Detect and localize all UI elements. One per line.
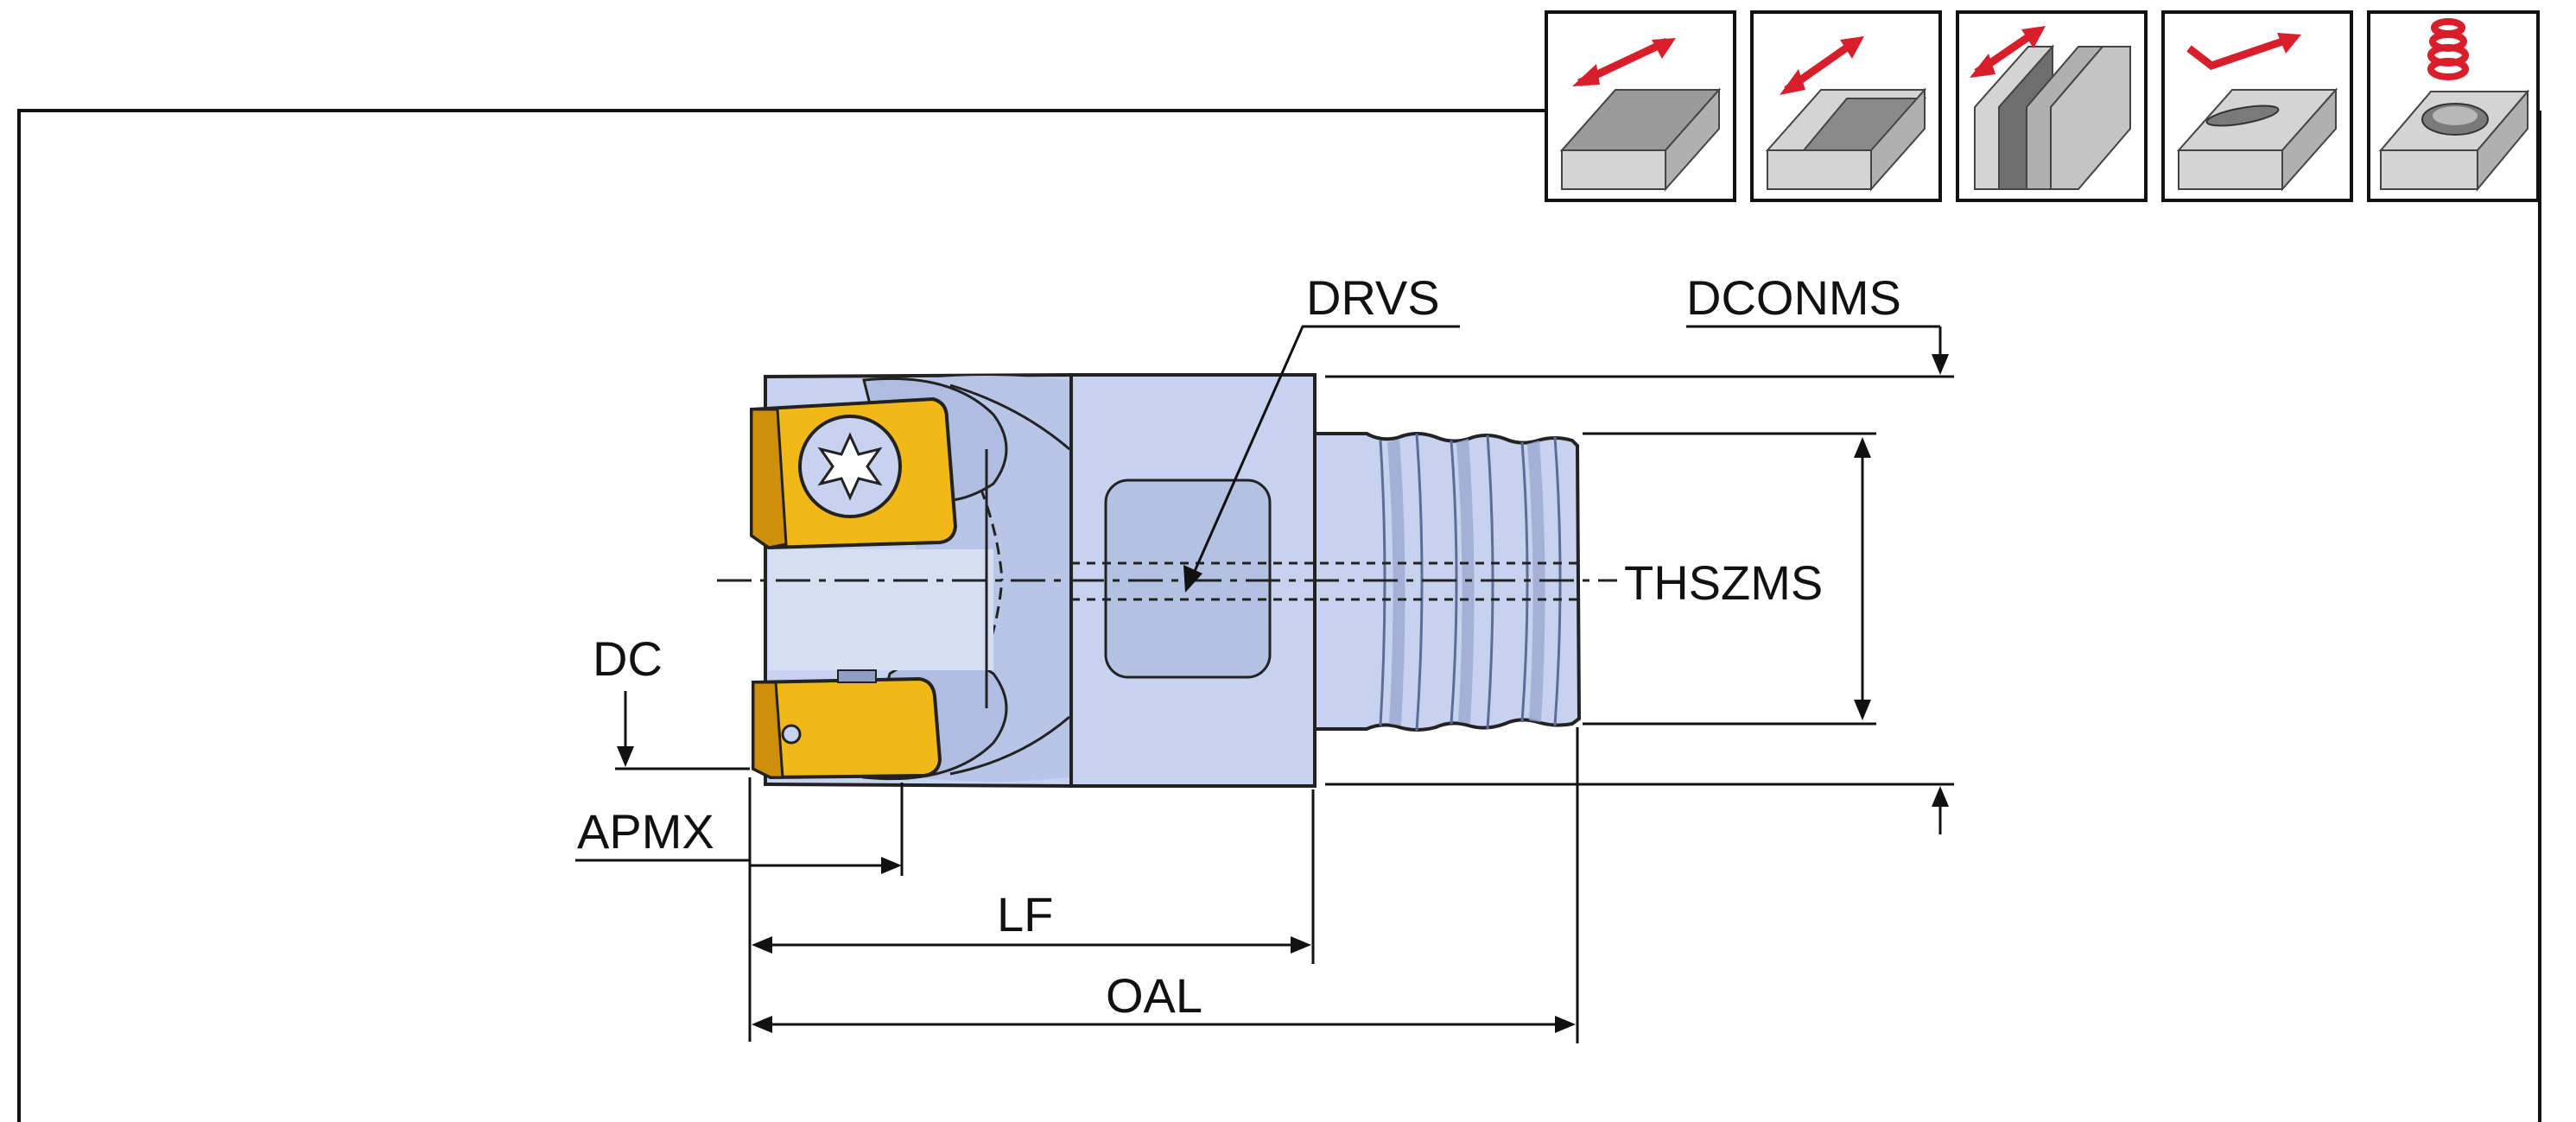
helical-interpolation-icon <box>2367 10 2540 202</box>
face-milling-icon <box>1545 10 1736 202</box>
thszms-label: THSZMS <box>1624 555 1823 610</box>
dc-label: DC <box>593 631 663 686</box>
upper-insert <box>750 396 958 550</box>
lower-insert <box>752 669 942 780</box>
dimension-arrowheads <box>617 354 1949 1033</box>
shoulder-milling-icon <box>1750 10 1942 202</box>
drvs-label: DRVS <box>1306 270 1440 325</box>
torx-screw-icon <box>817 432 883 501</box>
oal-label: OAL <box>1106 968 1202 1023</box>
ramping-icon <box>2161 10 2353 202</box>
dimension-lines <box>575 325 1954 1043</box>
operation-icons <box>1545 10 2540 202</box>
slot-milling-icon <box>1956 10 2148 202</box>
apmx-label: APMX <box>577 804 714 859</box>
diagram-frame <box>17 109 2541 1122</box>
dconms-label: DCONMS <box>1686 270 1901 325</box>
lf-label: LF <box>997 887 1053 941</box>
